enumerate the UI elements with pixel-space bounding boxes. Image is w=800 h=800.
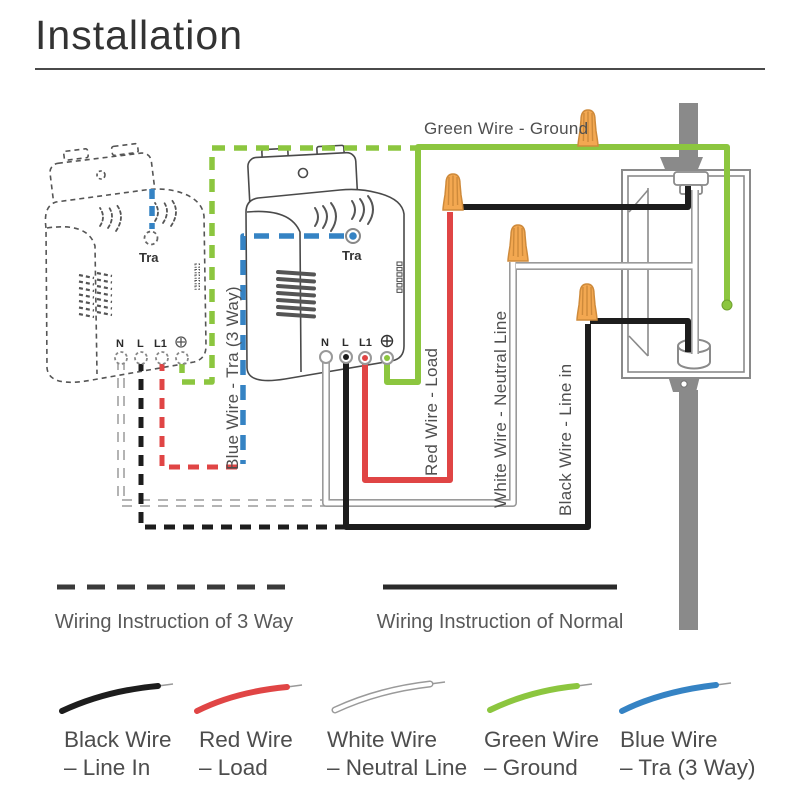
black-wire-label: Black Wire - Line in	[556, 364, 575, 516]
ground-terminal-icon	[175, 336, 187, 348]
line-legend: Wiring Instruction of 3 Way Wiring Instr…	[55, 584, 624, 633]
terminal-l-secondary: L	[137, 338, 144, 350]
legend-item-black: Black Wire – Line In	[59, 683, 174, 780]
wave-arcs	[314, 195, 374, 232]
blue-wire-swatch	[619, 682, 719, 714]
terminal-n-secondary: N	[116, 338, 124, 350]
black-wire-to-bottom-clamp	[590, 318, 691, 352]
svg-text:Black Wire: Black Wire	[64, 727, 172, 752]
page-title: Installation	[35, 12, 244, 58]
main-switch-terminals	[319, 228, 394, 365]
white-wire-dashed	[118, 360, 325, 506]
terminal-l1-main: L1	[359, 337, 372, 349]
red-wire-swatch	[194, 684, 290, 714]
tra-label-main: Tra	[342, 248, 362, 263]
svg-text:Red Wire: Red Wire	[199, 727, 293, 752]
green-wire-label: Green Wire - Ground	[424, 119, 588, 138]
white-wire	[323, 262, 516, 506]
normal-wires	[322, 144, 733, 530]
tra-terminal	[143, 230, 159, 246]
black-wire-swatch	[59, 683, 161, 714]
wiring-diagram: Green Wire - Ground Blue Wire - Tra (3 W…	[44, 103, 755, 780]
three-way-wires	[117, 145, 418, 530]
wire-nuts	[442, 109, 599, 321]
normal-legend-label: Wiring Instruction of Normal	[377, 611, 624, 633]
terminal-n-main: N	[321, 337, 329, 349]
svg-text:White Wire: White Wire	[327, 727, 437, 752]
svg-text:– Load: – Load	[199, 755, 268, 780]
red-wire-load	[362, 212, 453, 483]
svg-text:– Tra (3 Way): – Tra (3 Way)	[620, 755, 755, 780]
red-wire-label: Red Wire - Load	[422, 348, 441, 476]
side-dots	[396, 261, 403, 293]
white-wire-swatch	[333, 682, 432, 712]
green-wire-end	[721, 299, 733, 311]
vent-slots	[78, 271, 113, 319]
green-wire-swatch	[487, 683, 580, 713]
terminal-l1-secondary: L1	[154, 338, 167, 350]
green-wire-dashed	[179, 145, 418, 385]
black-wire-to-top-clamp	[455, 186, 691, 210]
svg-text:– Neutral Line: – Neutral Line	[327, 755, 467, 780]
green-wire-ground	[384, 144, 730, 385]
legend-item-white: White Wire – Neutral Line	[327, 680, 467, 780]
vent-slots	[276, 270, 316, 319]
white-wire-box	[516, 190, 698, 354]
blue-wire-dashed	[240, 233, 344, 464]
secondary-switch-device	[44, 142, 207, 384]
wire-color-legend: Black Wire – Line In Red Wire – Load Whi…	[59, 680, 755, 780]
svg-text:– Line In: – Line In	[64, 755, 150, 780]
black-wire-line-in	[343, 324, 591, 530]
blue-wire-label: Blue Wire - Tra (3 Way)	[223, 286, 242, 470]
wire-nut	[442, 173, 464, 211]
ground-terminal-icon	[380, 334, 394, 348]
secondary-switch-terminals	[114, 230, 189, 365]
white-wire-label: White Wire - Neutral Line	[491, 311, 510, 508]
svg-text:Green Wire: Green Wire	[484, 727, 599, 752]
wire-nut	[507, 224, 529, 262]
three-way-legend-label: Wiring Instruction of 3 Way	[55, 611, 293, 633]
wire-nut	[576, 283, 598, 321]
legend-item-blue: Blue Wire – Tra (3 Way)	[619, 682, 755, 780]
svg-text:Blue Wire: Blue Wire	[620, 727, 718, 752]
svg-text:– Ground: – Ground	[484, 755, 578, 780]
red-wire-dashed	[159, 360, 240, 470]
legend-item-green: Green Wire – Ground	[484, 683, 599, 780]
terminal-l-main: L	[342, 337, 349, 349]
legend-item-red: Red Wire – Load	[194, 684, 303, 780]
tra-label-secondary: Tra	[139, 250, 159, 265]
title-divider	[35, 68, 765, 71]
wave-arcs	[99, 198, 177, 232]
